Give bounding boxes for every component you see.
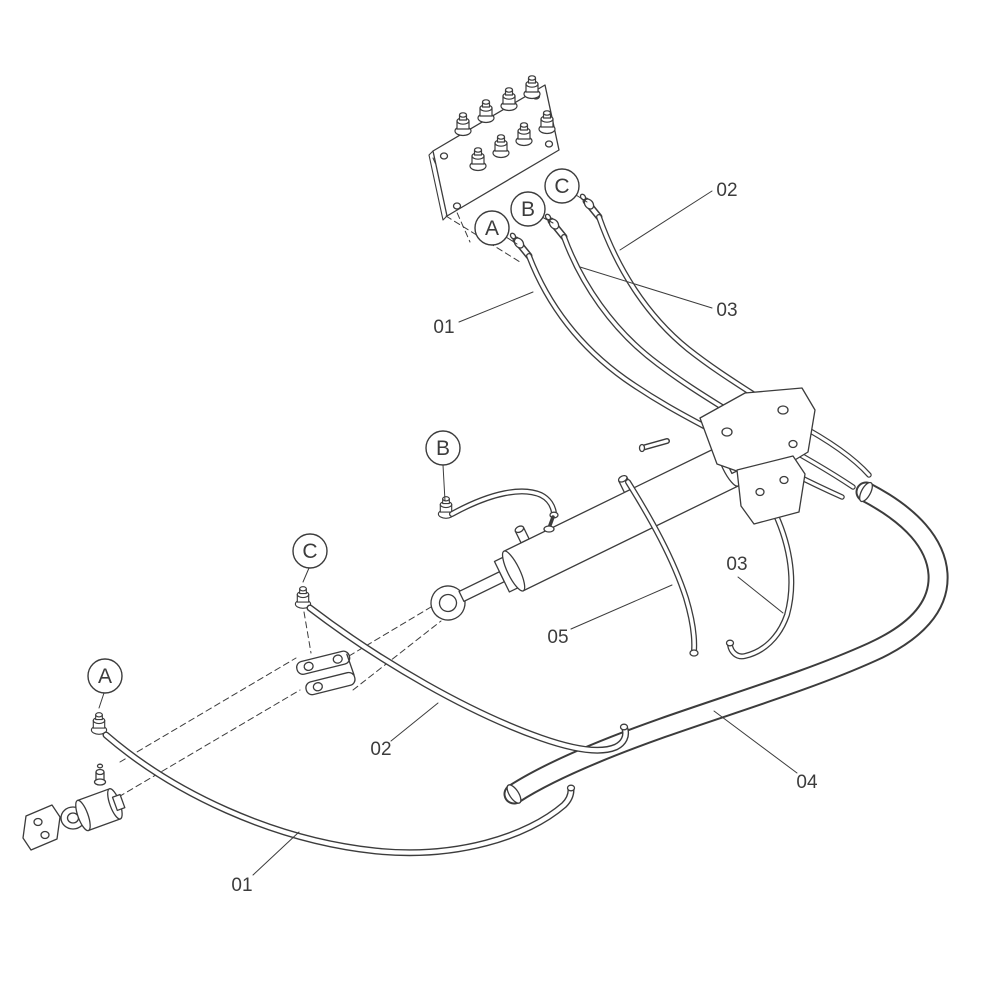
leader-02-bottom	[390, 702, 439, 742]
leader-b-top	[541, 216, 554, 224]
callout-balloons: A B C B C A	[87, 168, 580, 694]
part-label-05: 05	[547, 627, 568, 648]
hose-end-fitting-a	[509, 232, 533, 260]
callout-a-top: A	[474, 210, 510, 246]
hose-05	[625, 479, 699, 657]
part-label-02-bottom: 02	[370, 739, 391, 760]
small-cylinder	[22, 763, 126, 851]
leader-a-left	[98, 692, 105, 709]
part-label-01-top: 01	[433, 317, 454, 338]
clevis-bracket	[296, 650, 356, 696]
hose-end-fitting-b	[544, 213, 568, 241]
callout-c-top-letter: C	[554, 175, 569, 198]
leader-04	[713, 710, 798, 774]
leader-01-top	[458, 291, 534, 323]
leader-03-top	[579, 266, 713, 309]
callout-a-top-letter: A	[485, 217, 499, 240]
leader-a-top	[505, 236, 518, 245]
part-label-01-bottom: 01	[231, 875, 252, 896]
leader-c-top	[575, 194, 588, 203]
mount-bracket	[638, 387, 816, 525]
leader-b-mid	[442, 464, 446, 502]
callout-b-mid-letter: B	[436, 437, 450, 460]
hose-end-fitting-c	[579, 193, 603, 221]
hose-01-lower	[102, 731, 576, 857]
callout-c-top: C	[544, 168, 580, 204]
callout-b-top-letter: B	[521, 198, 535, 221]
part-label-02-top: 02	[716, 180, 737, 201]
leader-c-mid	[302, 567, 310, 583]
part-label-04: 04	[796, 772, 818, 793]
callout-b-mid: B	[425, 430, 461, 466]
leader-03-mid	[737, 576, 784, 614]
leader-02-top	[619, 190, 713, 251]
main-cylinder	[430, 445, 745, 621]
assembly-alignment-dashed-lines	[92, 157, 521, 813]
hose-02-lower	[306, 604, 630, 754]
leader-01-bottom	[252, 831, 300, 876]
part-label-03-mid: 03	[726, 554, 747, 575]
cylinder-port-fitting	[93, 763, 107, 786]
leader-lines	[98, 190, 798, 876]
hose-b-to-cylinder	[449, 488, 559, 533]
callout-c-mid-letter: C	[302, 540, 317, 563]
leader-05	[570, 584, 673, 630]
part-label-03-top: 03	[716, 300, 737, 321]
callout-b-top: B	[510, 191, 546, 227]
hose-03-lower	[725, 500, 795, 660]
manifold-plate	[428, 75, 560, 221]
part-number-labels: 02 03 01 05 03 02 04 01	[231, 180, 818, 896]
elbow-fitting-a	[90, 712, 108, 735]
callout-a-left-letter: A	[98, 665, 112, 688]
callout-a-left: A	[87, 658, 123, 694]
callout-c-mid: C	[292, 533, 328, 569]
